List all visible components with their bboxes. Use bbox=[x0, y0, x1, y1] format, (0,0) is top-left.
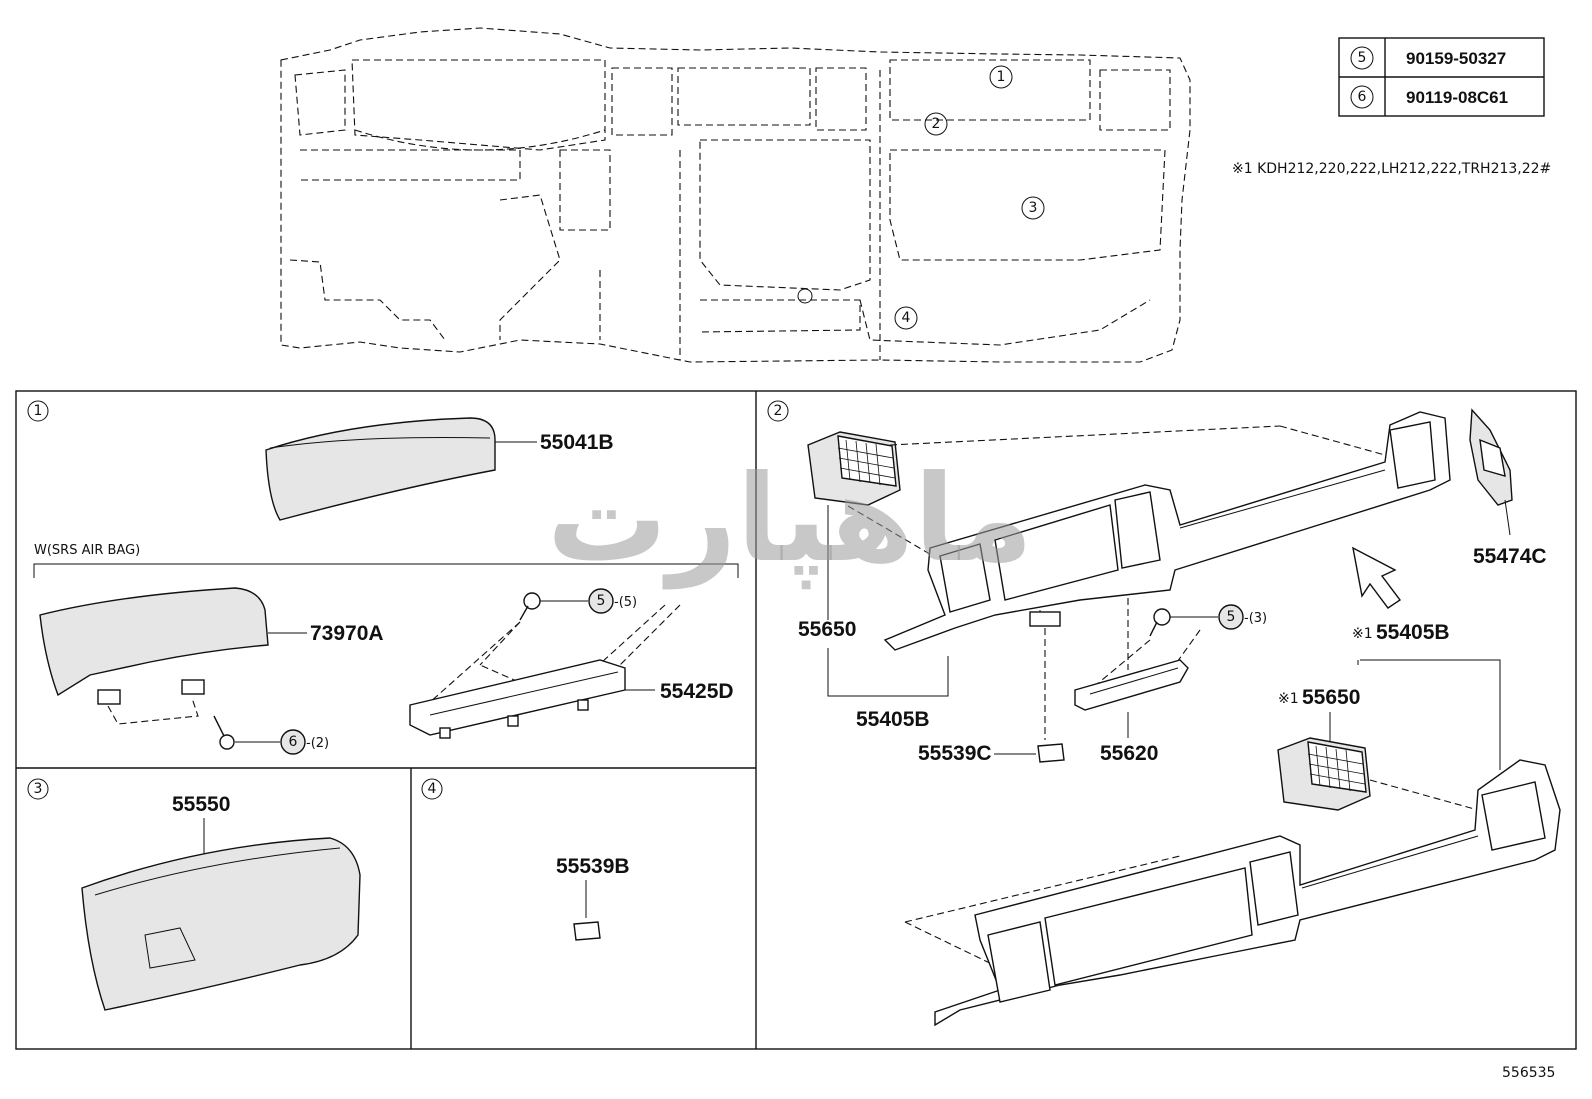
panel-4: 4 55539B bbox=[421, 778, 630, 941]
label-55405b-alt[interactable]: 55405B bbox=[1376, 621, 1450, 644]
bolt-5-icon-panel2[interactable] bbox=[1149, 608, 1171, 637]
label-55650-alt[interactable]: 55650 bbox=[1302, 686, 1360, 709]
label-55620[interactable]: 55620 bbox=[1100, 742, 1158, 765]
label-55539c[interactable]: 55539C bbox=[918, 742, 992, 765]
svg-text:4: 4 bbox=[902, 310, 911, 326]
part-55550-glove-box[interactable] bbox=[81, 837, 361, 1011]
svg-text:-(3): -(3) bbox=[1244, 611, 1267, 626]
part-55041b[interactable] bbox=[265, 417, 496, 521]
svg-text:5: 5 bbox=[597, 593, 606, 609]
panel-1-number: 1 bbox=[34, 403, 43, 419]
bolt-ref-6[interactable]: 6 -(2) bbox=[280, 729, 329, 755]
svg-text:1: 1 bbox=[997, 69, 1006, 85]
overview-callout-2[interactable]: 2 bbox=[924, 112, 948, 136]
bolt-ref-5-panel1[interactable]: 5 -(5) bbox=[588, 588, 637, 614]
bolt-table: 5 90159-50327 6 90119-08C61 bbox=[1338, 37, 1545, 117]
panel-2: 2 bbox=[767, 400, 1561, 1027]
overview-callout-4[interactable]: 4 bbox=[894, 306, 918, 330]
svg-text:6: 6 bbox=[1358, 89, 1367, 105]
svg-text:6: 6 bbox=[289, 734, 298, 750]
bolt-table-row-5: 5 90159-50327 bbox=[1350, 46, 1506, 70]
part-55650-alt-vent[interactable] bbox=[1277, 737, 1371, 811]
bolt-5-icon-panel1[interactable] bbox=[519, 592, 541, 621]
bolt-table-row-6: 6 90119-08C61 bbox=[1350, 85, 1508, 109]
svg-text:90119-08C61: 90119-08C61 bbox=[1406, 88, 1508, 107]
label-55405b-std[interactable]: 55405B bbox=[856, 708, 930, 731]
panel-2-number: 2 bbox=[774, 403, 783, 419]
alt-mark-vent: ※1 bbox=[1278, 691, 1299, 707]
svg-text:-(5): -(5) bbox=[614, 595, 637, 610]
part-55539b[interactable] bbox=[573, 921, 601, 941]
svg-text:5: 5 bbox=[1227, 609, 1236, 625]
bolt-6-icon[interactable] bbox=[213, 715, 235, 750]
panel-3: 3 55550 bbox=[27, 778, 361, 1011]
overview-callout-1[interactable]: 1 bbox=[989, 65, 1013, 89]
part-55539c[interactable] bbox=[1037, 743, 1065, 763]
model-note: ※1 KDH212,220,222,LH212,222,TRH213,22# bbox=[1232, 161, 1551, 177]
part-55425d[interactable] bbox=[409, 659, 626, 739]
label-55539b[interactable]: 55539B bbox=[556, 855, 630, 878]
part-55405b-alt-dash-panel[interactable] bbox=[934, 759, 1561, 1027]
overview-callout-3[interactable]: 3 bbox=[1021, 196, 1045, 220]
panel-4-number: 4 bbox=[428, 781, 437, 797]
detail-frame bbox=[15, 390, 1577, 1050]
svg-text:3: 3 bbox=[1029, 200, 1038, 216]
svg-text:-(2): -(2) bbox=[306, 736, 329, 751]
diagram-id: 556535 bbox=[1502, 1065, 1555, 1081]
svg-text:90159-50327: 90159-50327 bbox=[1406, 49, 1506, 68]
part-73970a[interactable] bbox=[39, 587, 269, 705]
panel-1: 1 55041B W(SRS AIR BAG) 73970A 6 -(2 bbox=[27, 400, 739, 755]
part-55650-vent[interactable] bbox=[807, 431, 901, 506]
instrument-panel-overview bbox=[280, 27, 1191, 363]
panel-3-number: 3 bbox=[34, 781, 43, 797]
part-55474c[interactable] bbox=[1469, 408, 1513, 506]
label-55650[interactable]: 55650 bbox=[798, 618, 856, 641]
svg-text:5: 5 bbox=[1358, 50, 1367, 66]
label-55474c[interactable]: 55474C bbox=[1473, 545, 1547, 568]
label-55041b[interactable]: 55041B bbox=[540, 431, 614, 454]
bolt-ref-5-panel2[interactable]: 5 -(3) bbox=[1218, 604, 1267, 630]
part-55620[interactable] bbox=[1074, 659, 1189, 711]
part-55405b-dash-panel[interactable] bbox=[883, 411, 1451, 651]
label-73970a[interactable]: 73970A bbox=[310, 622, 384, 645]
watermark: ماهپارت bbox=[547, 450, 1033, 589]
label-55550[interactable]: 55550 bbox=[172, 793, 230, 816]
variant-label-srs: W(SRS AIR BAG) bbox=[34, 543, 140, 558]
svg-text:2: 2 bbox=[932, 116, 941, 132]
direction-arrow bbox=[1352, 546, 1402, 609]
alt-mark: ※1 bbox=[1352, 626, 1373, 642]
label-55425d[interactable]: 55425D bbox=[660, 680, 734, 703]
